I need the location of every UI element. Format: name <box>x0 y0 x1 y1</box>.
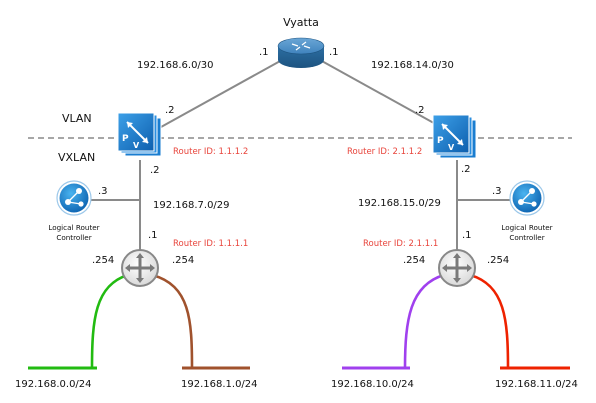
vyatta-label: Vyatta <box>283 16 319 29</box>
segment-right-1-label: 192.168.10.0/24 <box>331 379 414 390</box>
lif-left-2-ip: .254 <box>172 255 194 266</box>
vyatta-right-ip: .1 <box>329 47 339 58</box>
lif-path-192-168-11-0 <box>469 273 510 369</box>
lif-right-1-ip: .254 <box>403 255 425 266</box>
controller-right-ip: .3 <box>492 186 502 197</box>
uplink-left <box>151 59 283 133</box>
lif-right-2-ip: .254 <box>487 255 509 266</box>
dlr-right-ip: .1 <box>462 230 472 241</box>
uplink-left-subnet: 192.168.6.0/30 <box>137 60 214 71</box>
svg-text:P: P <box>437 136 444 146</box>
dlr-right-router-id: Router ID: 2.1.1.1 <box>363 239 438 249</box>
segment-left-1-label: 192.168.0.0/24 <box>15 379 92 390</box>
transit-right-subnet: 192.168.15.0/29 <box>358 198 441 209</box>
controller-right-label-2: Controller <box>509 233 544 242</box>
uplink-right <box>319 59 451 133</box>
dlr-left-ip: .1 <box>148 230 158 241</box>
vlan-zone-label: VLAN <box>62 112 92 125</box>
controller-right-label-1: Logical Router <box>501 223 552 232</box>
svg-text:V: V <box>448 143 455 152</box>
edge-right-router-id: Router ID: 2.1.1.2 <box>347 147 422 157</box>
router-icon <box>277 37 325 68</box>
controller-left-label-2: Controller <box>56 233 91 242</box>
nsx-edge-icon: P V <box>432 114 477 159</box>
vyatta-left-ip: .1 <box>259 47 269 58</box>
lif-path-192-168-10-0 <box>403 273 445 369</box>
lif-path-192-168-0-0 <box>90 273 129 369</box>
segment-left-2-label: 192.168.1.0/24 <box>181 379 258 390</box>
edge-left-uplink-ip: .2 <box>165 105 175 116</box>
lif-left-1-ip: .254 <box>92 255 114 266</box>
uplink-right-subnet: 192.168.14.0/30 <box>371 60 454 71</box>
edge-left-router-id: Router ID: 1.1.1.2 <box>173 147 248 157</box>
edge-right-uplink-ip: .2 <box>415 105 425 116</box>
dlr-left-router-id: Router ID: 1.1.1.1 <box>173 239 248 249</box>
nsx-edge-icon: P V <box>117 112 162 157</box>
segment-right-2-label: 192.168.11.0/24 <box>495 379 578 390</box>
lif-path-192-168-1-0 <box>151 273 194 369</box>
controller-icon <box>56 180 92 216</box>
svg-text:P: P <box>122 134 129 144</box>
vxlan-zone-label: VXLAN <box>58 151 95 164</box>
logical-router-icon <box>121 249 159 287</box>
transit-left-subnet: 192.168.7.0/29 <box>153 200 230 211</box>
controller-icon <box>509 180 545 216</box>
edge-left-transit-ip: .2 <box>150 165 160 176</box>
controller-left-label-1: Logical Router <box>48 223 99 232</box>
svg-text:V: V <box>133 141 140 150</box>
logical-router-icon <box>438 249 476 287</box>
edge-right-transit-ip: .2 <box>461 164 471 175</box>
controller-left-ip: .3 <box>98 186 108 197</box>
